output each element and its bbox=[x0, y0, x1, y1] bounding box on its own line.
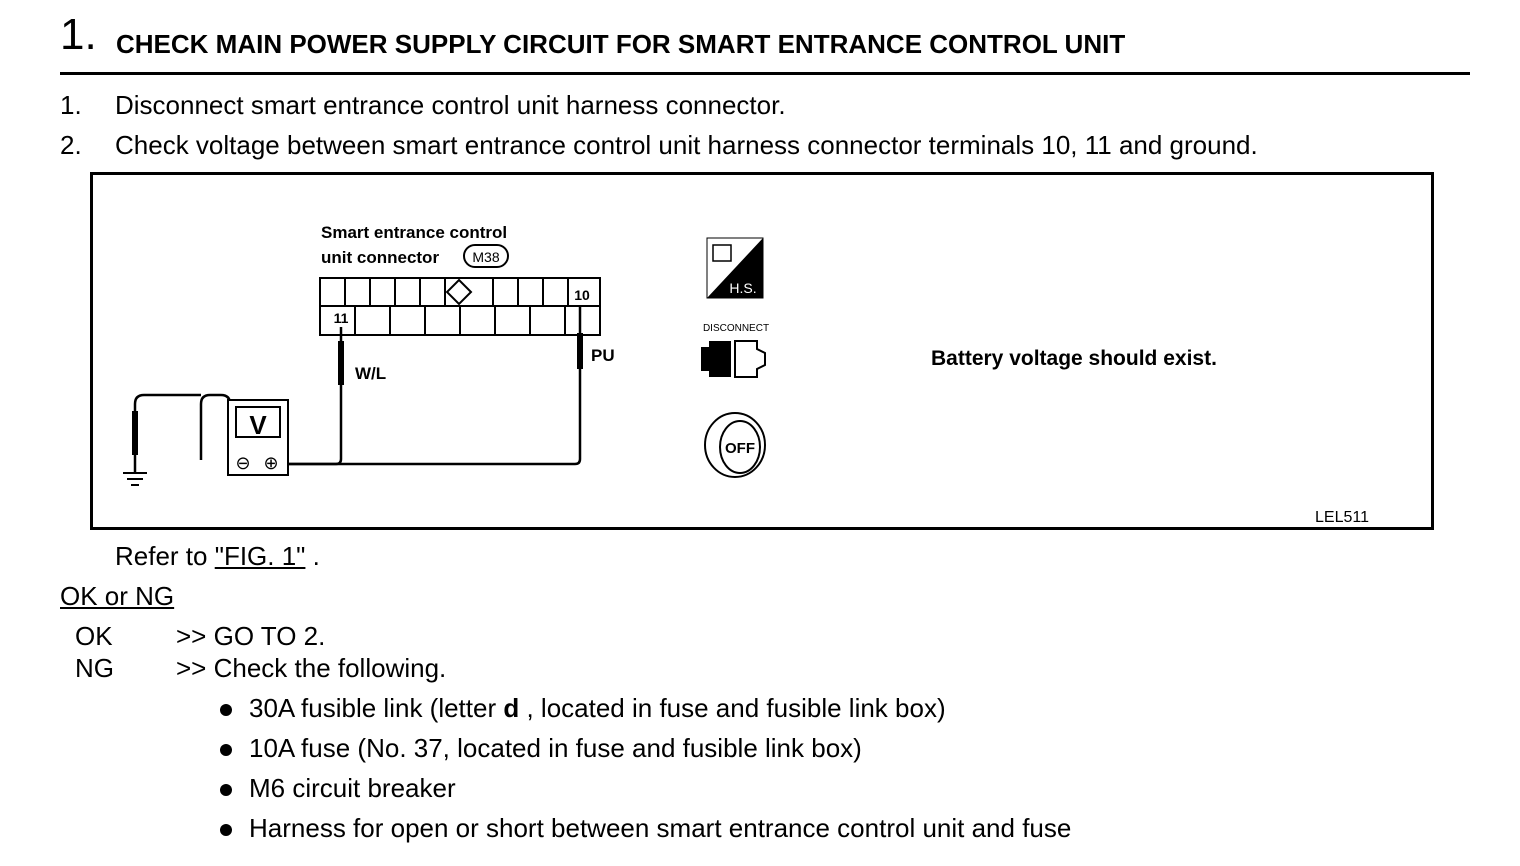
spec-text: Battery voltage should exist. bbox=[931, 347, 1217, 370]
bullet-icon bbox=[220, 824, 232, 836]
figure-code: LEL511 bbox=[1315, 509, 1369, 526]
connector-label-line2: unit connector bbox=[321, 248, 439, 267]
title-underline bbox=[60, 72, 1470, 75]
check-item: Harness for open or short between smart … bbox=[249, 813, 1072, 843]
bullet-icon bbox=[220, 704, 232, 716]
ok-key: OK bbox=[75, 621, 113, 651]
check-item: 30A fusible link (letter d , located in … bbox=[249, 692, 946, 724]
wiring-diagram: Smart entrance control unit connector M3… bbox=[90, 172, 1434, 530]
disconnect-icon: DISCONNECT bbox=[701, 323, 769, 378]
meter-minus-terminal: ⊖ bbox=[235, 453, 250, 473]
connector-code-badge bbox=[463, 244, 509, 268]
fig-1-link[interactable]: "FIG. 1" bbox=[214, 541, 306, 571]
check-item-text: , located in fuse and fusible link box) bbox=[519, 693, 946, 723]
ignition-off-label: OFF bbox=[725, 440, 755, 457]
probe-wires bbox=[133, 307, 582, 473]
probe-tip-pu bbox=[577, 333, 583, 369]
instruction-text: Disconnect smart entrance control unit h… bbox=[115, 90, 786, 120]
ignition-off-icon: OFF bbox=[704, 412, 766, 478]
disconnect-label: DISCONNECT bbox=[703, 323, 769, 334]
connector-label-line1: Smart entrance control bbox=[321, 223, 507, 242]
wire-color-pu: PU bbox=[591, 346, 615, 365]
voltmeter-symbol: V bbox=[249, 410, 267, 440]
hs-icon: H.S. bbox=[706, 237, 764, 299]
step-number: 1. bbox=[60, 10, 97, 59]
fusible-link-letter: d bbox=[503, 693, 520, 723]
ground-symbol-icon bbox=[123, 472, 147, 486]
meter-plus-terminal: ⊕ bbox=[263, 453, 278, 473]
wire-color-w-l: W/L bbox=[355, 364, 386, 383]
result-heading: OK or NG bbox=[60, 581, 175, 611]
instruction-text: Check voltage between smart entrance con… bbox=[115, 130, 1258, 160]
ok-action: >> GO TO 2. bbox=[176, 621, 326, 651]
connector-body bbox=[319, 277, 601, 336]
wiring-diagram-graphic: Smart entrance control unit connector M3… bbox=[123, 223, 1369, 526]
instruction-number: 2. bbox=[60, 130, 82, 160]
step-title: CHECK MAIN POWER SUPPLY CIRCUIT FOR SMAR… bbox=[116, 29, 1126, 59]
probe-tip-w-l bbox=[338, 341, 344, 385]
hs-label: H.S. bbox=[729, 280, 756, 296]
instruction-number: 1. bbox=[60, 90, 82, 120]
ng-action: >> Check the following. bbox=[176, 653, 447, 683]
reference-suffix: . bbox=[305, 541, 320, 571]
check-item: 10A fuse (No. 37, located in fuse and fu… bbox=[249, 733, 862, 763]
terminal-11-label: 11 bbox=[334, 310, 349, 326]
bullet-icon bbox=[220, 784, 232, 796]
probe-tip-ground bbox=[132, 411, 138, 455]
reference-line: Refer to "FIG. 1" . bbox=[115, 540, 320, 572]
bullet-icon bbox=[220, 744, 232, 756]
check-item: M6 circuit breaker bbox=[249, 773, 456, 803]
connector-code: M38 bbox=[472, 249, 499, 265]
ng-key: NG bbox=[75, 653, 114, 683]
voltmeter-icon: V ⊖ ⊕ bbox=[227, 399, 289, 476]
reference-prefix: Refer to bbox=[115, 541, 215, 571]
terminal-10-label: 10 bbox=[574, 287, 590, 303]
check-item-text: 30A fusible link (letter bbox=[249, 693, 504, 723]
